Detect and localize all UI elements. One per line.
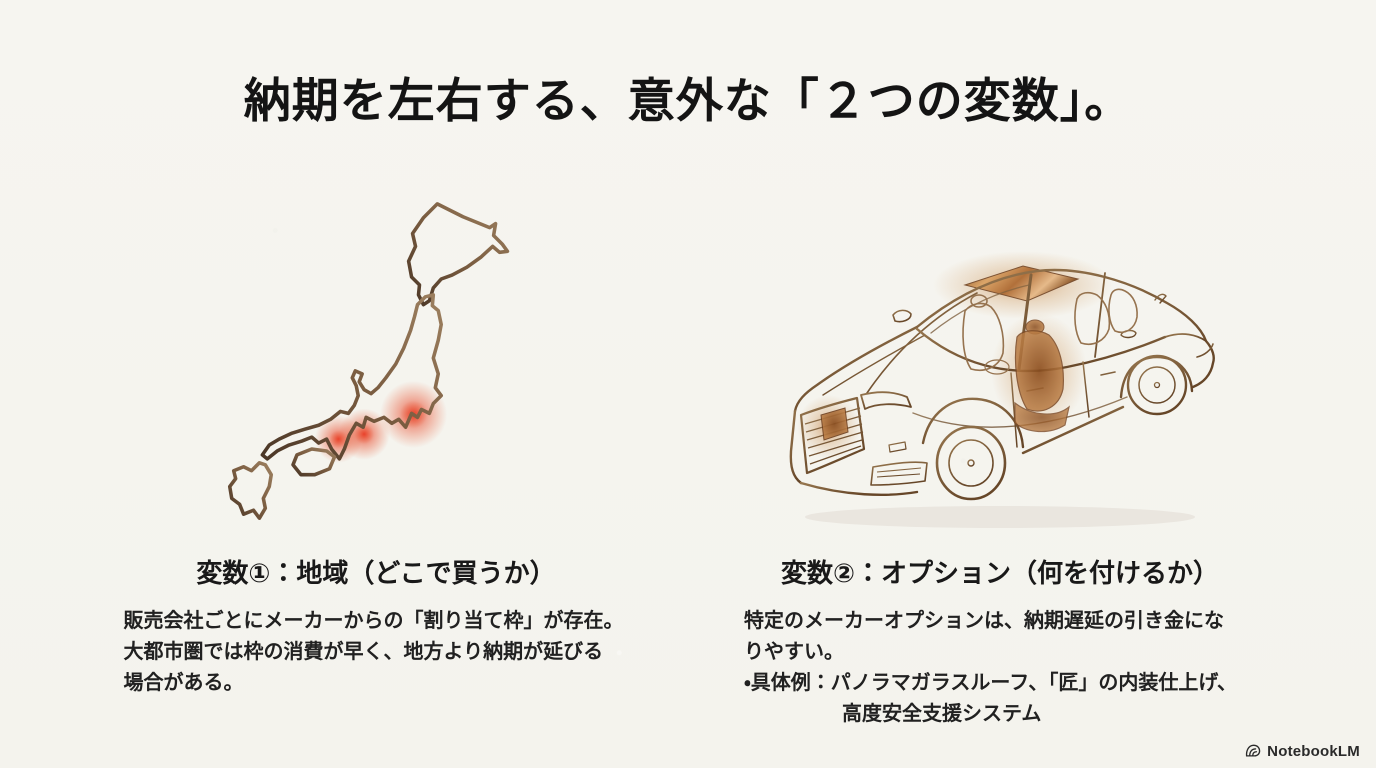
japan-outline <box>227 202 510 520</box>
region-body: 販売会社ごとにメーカーからの「割り当て枠」が存在。 大都市圏では枠の消費が早く、… <box>124 606 629 699</box>
sunroof-highlight <box>963 265 1080 302</box>
column-options: 変数②：オプション（何を付けるか） 特定のメーカーオプションは、納期遅延の引き金… <box>688 145 1312 730</box>
notebooklm-logo-icon <box>1246 744 1261 757</box>
japan-map-svg <box>227 202 510 520</box>
sedan-illustration <box>688 145 1312 537</box>
hotspot-core <box>329 430 348 448</box>
driver-seat-highlight <box>1014 319 1070 433</box>
brand-text: NotebookLM <box>1267 742 1360 760</box>
column-region: 変数①：地域（どこで買うか） 販売会社ごとにメーカーからの「割り当て枠」が存在。… <box>64 145 688 730</box>
car-body-outline <box>789 268 1215 496</box>
hotspot-core <box>354 424 375 445</box>
sedan-svg <box>789 251 1215 528</box>
footer-brand: NotebookLM <box>1244 742 1360 760</box>
sensor-highlight <box>820 407 849 441</box>
options-heading: 変数②：オプション（何を付けるか） <box>780 558 1219 588</box>
region-body-line: 場合がある。 <box>123 672 244 694</box>
options-body: 特定のメーカーオプションは、納期遅延の引き金にな りやすい。 ・具体例：パノラマ… <box>744 606 1256 730</box>
wheels <box>935 354 1188 501</box>
options-body-line: 高度安全支援システム <box>842 703 1042 725</box>
options-body-line: ・具体例：パノラマガラスルーフ、「匠」の内装仕上げ、 <box>744 672 1237 694</box>
interior-seats <box>962 288 1138 375</box>
japan-map-illustration <box>64 145 688 537</box>
region-body-line: 販売会社ごとにメーカーからの「割り当て枠」が存在。 <box>123 610 624 632</box>
ground-shadow <box>805 506 1195 528</box>
content-columns: 変数①：地域（どこで買うか） 販売会社ごとにメーカーからの「割り当て枠」が存在。… <box>0 145 1376 730</box>
region-body-line: 大都市圏では枠の消費が早く、地方より納期が延びる <box>123 641 604 663</box>
options-body-line: 特定のメーカーオプションは、納期遅延の引き金にな <box>744 610 1224 632</box>
slide-title: 納期を左右する、意外な「２つの変数」。 <box>243 76 1133 128</box>
region-heading: 変数①：地域（どこで買うか） <box>196 558 556 588</box>
options-body-line: りやすい。 <box>744 641 844 663</box>
